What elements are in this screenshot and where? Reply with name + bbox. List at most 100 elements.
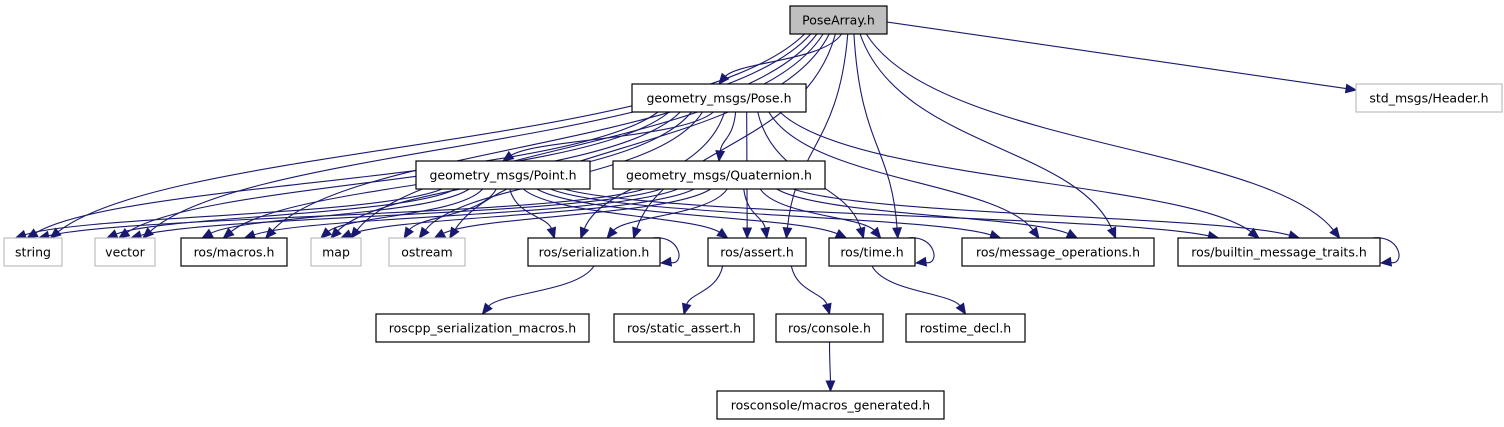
edge-pose-to-string	[34, 111, 659, 234]
edge-posearray-to-traits	[865, 33, 1335, 232]
arrowhead-pose-to-ostream	[418, 226, 430, 240]
node-label-traits: ros/builtin_message_traits.h	[1191, 245, 1367, 260]
arrowhead-pose-to-assert	[742, 227, 753, 240]
node-label-assert: ros/assert.h	[720, 245, 794, 260]
arrowhead-time-to-time	[914, 256, 928, 267]
edge-posearray-to-vector	[149, 33, 812, 233]
node-pose[interactable]: geometry_msgs/Pose.h	[631, 83, 807, 113]
edge-quaternion-to-time	[759, 188, 876, 232]
node-map: map	[310, 237, 362, 267]
node-box-sermacros	[375, 313, 590, 343]
arrowhead-assert-to-console	[822, 302, 832, 316]
arrowhead-quaternion-to-map	[339, 229, 353, 239]
node-label-vector: vector	[105, 245, 146, 260]
node-box-staticassert	[613, 313, 755, 343]
edge-pose-to-quaternion	[719, 111, 737, 153]
node-label-point: geometry_msgs/Point.h	[429, 168, 576, 183]
node-traits[interactable]: ros/builtin_message_traits.h	[1177, 237, 1381, 267]
arrowhead-posearray-to-msgops	[1106, 226, 1117, 240]
node-console[interactable]: ros/console.h	[775, 313, 884, 343]
arrowhead-traits-to-traits	[1379, 256, 1393, 267]
edge-point-to-vector	[115, 188, 456, 236]
node-box-macrosgen	[716, 390, 945, 420]
node-box-serialization	[527, 237, 661, 267]
node-label-pose: geometry_msgs/Pose.h	[646, 91, 791, 106]
edge-console-to-macrosgen	[828, 341, 831, 383]
arrowhead-posearray-to-header	[1344, 83, 1358, 94]
node-box-rostimedecl	[905, 313, 1026, 343]
arrowhead-serialization-to-sermacros	[481, 302, 493, 316]
arrowhead-point-to-assert	[716, 227, 729, 239]
arrowhead-point-to-map	[320, 227, 333, 239]
node-time[interactable]: ros/time.h	[828, 237, 916, 267]
edge-pose-to-point	[510, 111, 714, 157]
node-macrosgen[interactable]: rosconsole/macros_generated.h	[716, 390, 945, 420]
edge-posearray-to-msgops	[859, 33, 1113, 230]
node-macros[interactable]: ros/macros.h	[180, 237, 288, 267]
edge-quaternion-to-string	[47, 188, 645, 237]
edge-pose-to-vector	[126, 111, 670, 234]
arrowhead-posearray-to-string	[49, 227, 62, 239]
node-box-point	[415, 160, 591, 190]
nodes-layer: PoseArray.h geometry_msgs/Pose.h std_msgs/…	[3, 5, 1503, 420]
node-box-traits	[1177, 237, 1381, 267]
arrowhead-quaternion-to-msgops	[1065, 228, 1079, 239]
edge-quaternion-to-assert	[743, 188, 766, 230]
node-box-assert	[707, 237, 807, 267]
node-box-quaternion	[612, 160, 826, 190]
node-label-time: ros/time.h	[840, 245, 903, 260]
edge-quaternion-to-vector	[139, 188, 662, 237]
node-box-map	[310, 237, 362, 267]
node-label-map: map	[322, 245, 350, 260]
node-box-vector	[94, 237, 156, 267]
node-box-macros	[180, 237, 288, 267]
node-label-header: std_msgs/Header.h	[1369, 91, 1488, 106]
node-header: std_msgs/Header.h	[1355, 83, 1503, 113]
arrowhead-point-to-ostream	[403, 226, 414, 240]
node-box-pose	[631, 83, 807, 113]
edge-point-to-macros	[209, 188, 470, 235]
node-sermacros[interactable]: roscpp_serialization_macros.h	[375, 313, 590, 343]
node-rostimedecl[interactable]: rostime_decl.h	[905, 313, 1026, 343]
arrowhead-quaternion-to-time	[870, 226, 882, 239]
edges-layer	[14, 21, 1400, 393]
node-label-quaternion: geometry_msgs/Quaternion.h	[626, 168, 812, 183]
edge-quaternion-to-msgops	[776, 188, 1070, 235]
arrowhead-pose-to-map	[330, 226, 342, 239]
node-box-posearray	[789, 5, 888, 35]
arrowhead-quaternion-to-serialization	[606, 226, 618, 240]
edge-quaternion-to-macros	[252, 188, 678, 236]
edge-serialization-to-sermacros	[487, 265, 595, 308]
node-quaternion[interactable]: geometry_msgs/Quaternion.h	[612, 160, 826, 190]
arrowhead-assert-to-staticassert	[681, 302, 692, 316]
arrowhead-point-to-macros	[201, 228, 214, 239]
edge-posearray-to-serialization	[635, 33, 836, 230]
node-serialization[interactable]: ros/serialization.h	[527, 237, 661, 267]
edge-posearray-to-assert	[786, 33, 849, 230]
node-msgops[interactable]: ros/message_operations.h	[961, 237, 1155, 267]
arrowhead-time-to-rostimedecl	[955, 302, 967, 316]
arrowhead-pose-to-traits	[1247, 227, 1260, 239]
node-point[interactable]: geometry_msgs/Point.h	[415, 160, 591, 190]
edge-point-to-string	[23, 188, 443, 236]
arrowhead-pose-to-quaternion	[715, 150, 726, 163]
edge-posearray-to-time	[853, 33, 898, 230]
arrowhead-posearray-to-pose	[718, 72, 730, 85]
edge-assert-to-console	[790, 265, 828, 306]
edge-assert-to-staticassert	[685, 265, 724, 306]
node-staticassert[interactable]: ros/static_assert.h	[613, 313, 755, 343]
edge-posearray-to-macros	[271, 33, 818, 232]
node-label-rostimedecl: rostime_decl.h	[920, 321, 1011, 336]
arrowhead-posearray-to-traits	[1329, 226, 1341, 240]
node-box-header	[1355, 83, 1503, 113]
node-box-ostream	[388, 237, 466, 267]
arrowhead-posearray-to-assert	[782, 227, 793, 240]
arrowhead-serialization-to-serialization	[659, 256, 673, 267]
arrowhead-pose-to-msgops	[1028, 226, 1040, 240]
node-string: string	[3, 237, 63, 267]
node-posearray[interactable]: PoseArray.h	[789, 5, 888, 35]
node-box-console	[775, 313, 884, 343]
node-assert[interactable]: ros/assert.h	[707, 237, 807, 267]
arrowhead-quaternion-to-assert	[760, 226, 771, 240]
